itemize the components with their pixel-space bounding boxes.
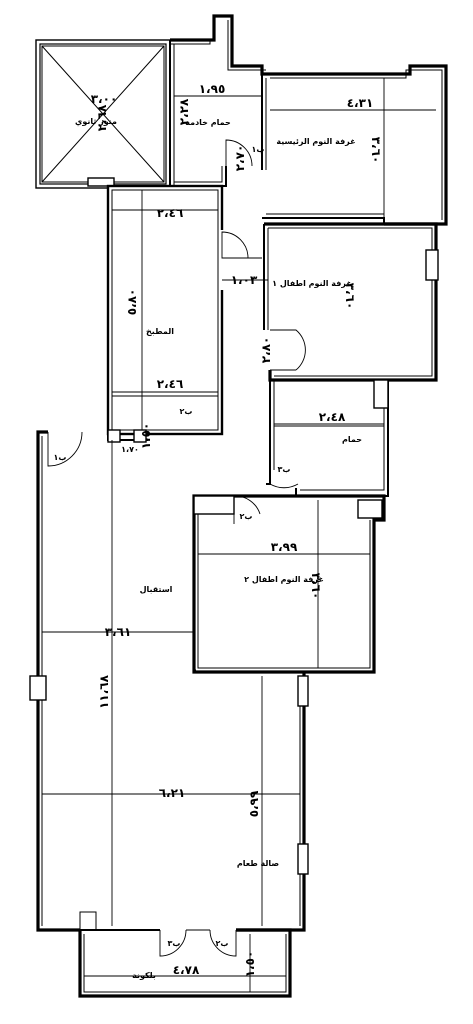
balcony-width-dim: ٤،٧٨: [173, 963, 200, 977]
light-well-dim-v: ٢،٦٨: [95, 104, 109, 131]
kids-bedroom-1-walls: [263, 222, 439, 382]
dining-hall-label: صالة طعام: [237, 859, 280, 868]
reception-width-dim: ٣،٦١: [105, 625, 132, 639]
door-tag: ب٣: [168, 939, 181, 948]
service-bath-width-dim: ١،٩٥: [199, 82, 226, 96]
balcony-walls: [78, 928, 292, 998]
dining-width-dim: ٦،٢١: [159, 786, 186, 800]
door-tag: ب٢: [240, 512, 253, 521]
kitchen-bottom-dim: ٢،٤٦: [157, 377, 184, 391]
master-width-dim: ٤،٣١: [347, 96, 374, 110]
dining-height-dim: ٥،٩٩: [247, 790, 261, 817]
service-bath-height-dim: ٢،٢٨: [177, 98, 191, 125]
master-height-dim: ٣،٦٠: [369, 137, 383, 164]
kids-bedroom-2-label: غرفة النوم اطفال ٢: [244, 575, 324, 584]
kids-bedroom-2-walls: [192, 494, 386, 674]
kids2-height-dim: ٣،٦٠: [309, 573, 323, 600]
balcony-height-dim: ١،٥٠: [243, 951, 257, 978]
dimension-lines: [42, 78, 436, 992]
light-well-dim: ٣،٠٠: [91, 92, 118, 106]
door-tag: ب١: [252, 145, 265, 154]
reception-dining-walls: [29, 429, 309, 932]
bath-walls: [266, 379, 389, 497]
master-bedroom-label: غرفة النوم الرئيسية: [276, 137, 355, 146]
balcony-label: بلكونة: [132, 971, 156, 980]
passage-dim: ١،٧٠: [121, 445, 139, 454]
doors: [47, 139, 306, 957]
kids1-door-v-dim: ٢،٨٠: [259, 337, 273, 364]
kids1-door-dim: ١،٠٣: [231, 273, 258, 287]
kitchen-walls: [106, 184, 225, 436]
reception-label: استقبال: [140, 585, 173, 594]
service-bath-label: حمام خادمة: [185, 118, 231, 127]
door-tag: ب٢: [216, 939, 229, 948]
passage-v-dim: ١،٥٠: [139, 423, 153, 450]
light-well: [35, 39, 171, 189]
kids1-height-dim: ٣،٦٠: [343, 283, 357, 310]
bath-label: حمام: [342, 435, 362, 444]
light-well-label: منور ثانوي: [75, 117, 117, 126]
service-bath-door-dim: ٢،٧٠: [233, 145, 247, 172]
kitchen-label: المطبخ: [146, 327, 174, 336]
bath-width-dim: ٢،٤٨: [319, 410, 346, 424]
reception-height-dim: ١١،٦٨: [97, 674, 111, 709]
kids2-width-dim: ٣،٩٩: [271, 540, 298, 554]
kids-bedroom-1-label: غرفة النوم اطفال ١: [272, 279, 352, 288]
kitchen-height-dim: ٥،٨٠: [125, 289, 139, 316]
kitchen-width-dim: ٢،٤٦: [157, 206, 184, 220]
door-tag: ب١: [54, 453, 67, 462]
door-tag: ب٢: [180, 407, 193, 416]
door-tag: ب٣: [278, 465, 291, 474]
